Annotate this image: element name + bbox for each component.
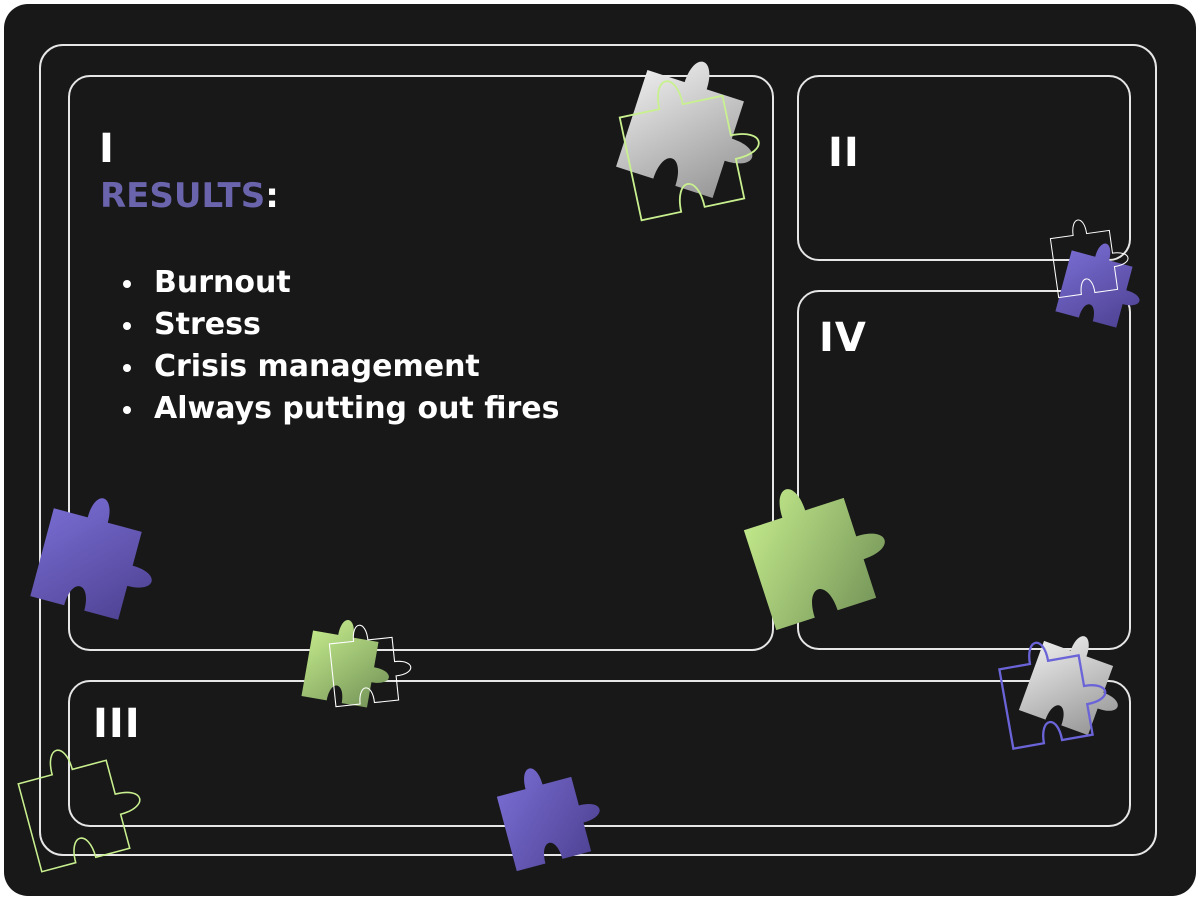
results-list: Burnout Stress Crisis management Always … [120,262,559,430]
quadrant-3 [68,680,1131,827]
results-heading: RESULTS: [100,179,279,213]
diagram-card: I RESULTS: Burnout Stress Crisis managem… [4,4,1196,896]
quadrant-1-numeral: I [99,126,115,172]
quadrant-3-numeral: III [93,701,141,747]
results-heading-accent: RESULTS [100,176,266,216]
list-item: Always putting out fires [120,388,559,430]
list-item: Stress [120,304,559,346]
list-item: Burnout [120,262,559,304]
quadrant-2-numeral: II [828,130,860,176]
quadrant-4-numeral: IV [819,315,867,361]
list-item: Crisis management [120,346,559,388]
results-heading-suffix: : [265,176,279,216]
quadrant-2 [797,75,1131,261]
quadrant-1 [68,75,774,651]
